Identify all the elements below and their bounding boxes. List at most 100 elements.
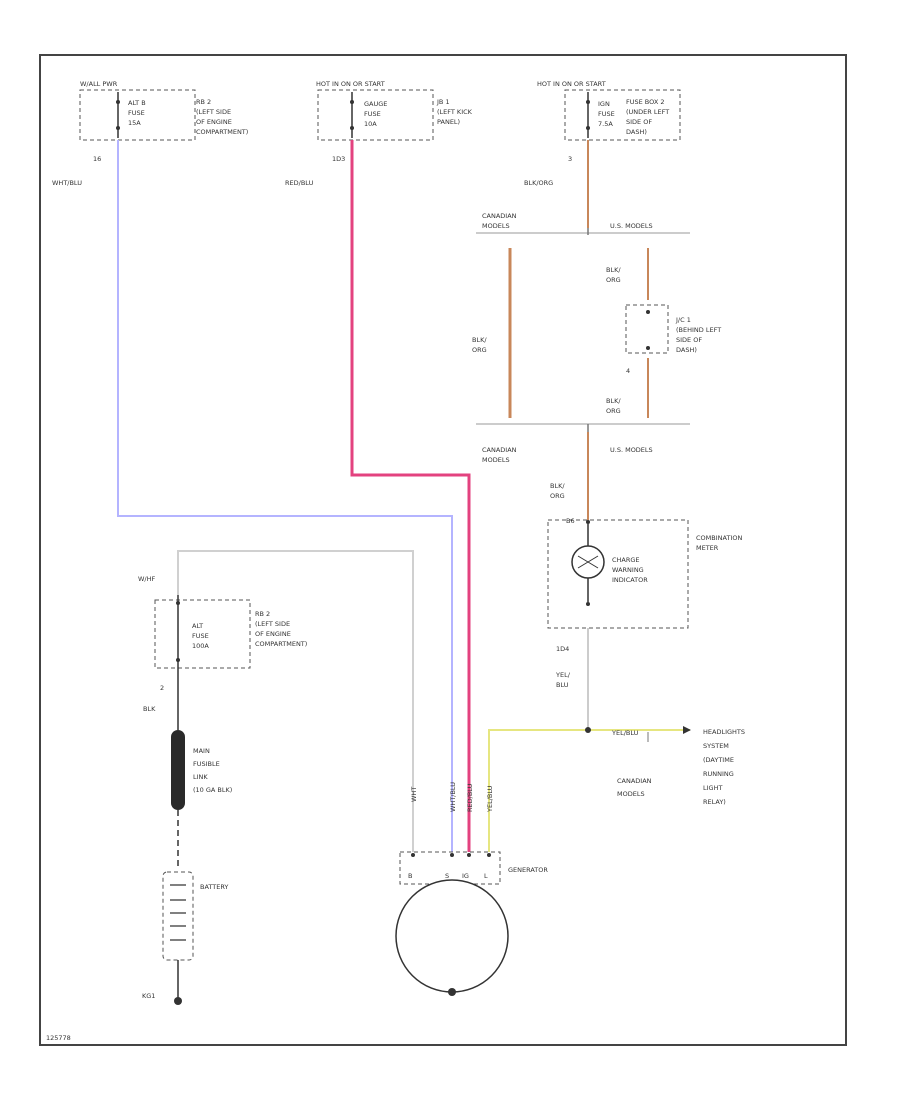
- gauge-fuse-box: [317, 89, 434, 141]
- alt-fuse-term-bottom: [176, 658, 180, 662]
- ground-label: KG1: [142, 992, 155, 1000]
- alt-location-3: OF ENGINE: [255, 630, 291, 638]
- alt-b-wire-color: WHT/BLU: [52, 179, 82, 187]
- gauge-wire-color: RED/BLU: [285, 179, 314, 187]
- top-canada-label-1: CANADIAN: [482, 212, 517, 220]
- ign-header: HOT IN ON OR START: [537, 80, 606, 88]
- canada-wire-label-2: ORG: [472, 346, 487, 354]
- meter-box: [547, 519, 689, 629]
- meter-wire-label-1: BLK/: [550, 482, 565, 490]
- headlight-label-6: RELAY): [703, 798, 726, 806]
- meter-wire-label-2: ORG: [550, 492, 565, 500]
- wire-red-blu: [350, 140, 471, 852]
- alt-location-1: RB 2: [255, 610, 270, 618]
- alt-fuse-box: [154, 599, 251, 669]
- gauge-location-1: JB 1: [436, 98, 450, 106]
- headlight-note-1: CANADIAN: [617, 777, 652, 785]
- ign-fuse-type: FUSE: [598, 110, 615, 118]
- headlight-wire-color: YEL/BLU: [611, 729, 639, 737]
- ign-fuse-rating: 7.5A: [598, 120, 613, 128]
- alt-b-fuse-rating: 15A: [128, 119, 141, 127]
- diagram-frame: [39, 54, 847, 1046]
- ign-location-4: DASH): [626, 128, 647, 136]
- alt-b-fuse-name: ALT B: [128, 99, 146, 107]
- arrow-headlight: [683, 726, 691, 734]
- gen-term-ig: [467, 853, 471, 857]
- headlight-label-4: RUNNING: [703, 770, 734, 778]
- alt-b-header: W/ALL PWR: [80, 80, 118, 88]
- gauge-fuse-term-top: [350, 100, 354, 104]
- generator: B S IG L GENERATOR WHT WHT/BLU RED/BLU Y…: [395, 782, 548, 996]
- top-canada-label-2: MODELS: [482, 222, 510, 230]
- ign-location-2: (UNDER LEFT: [626, 108, 669, 116]
- ign-fuse-term-bottom: [586, 126, 590, 130]
- jc1-label-2: (BEHIND LEFT: [676, 326, 721, 334]
- alt-fuse-term-top: [176, 601, 180, 605]
- meter-pin-top: B6: [566, 517, 575, 525]
- gen-term-b: [411, 853, 415, 857]
- jc1-wire-label-2: ORG: [606, 407, 621, 415]
- alt-b-fuse-term-bottom: [116, 126, 120, 130]
- gauge-pin: 1D3: [332, 155, 345, 163]
- generator-label: GENERATOR: [508, 866, 548, 874]
- canada-wire-label-1: BLK/: [472, 336, 487, 344]
- meter-out-wire-2: BLU: [556, 681, 569, 689]
- alt-b-location-1: RB 2: [196, 98, 211, 106]
- indicator-label-2: WARNING: [612, 566, 644, 574]
- gen-terminal-ig: IG: [462, 872, 469, 880]
- battery: BATTERY KG1: [142, 871, 228, 1005]
- junction-connector-jc1: J/C 1 (BEHIND LEFT SIDE OF DASH) 4 BLK/ …: [606, 304, 721, 415]
- battery-label: BATTERY: [200, 883, 228, 891]
- ign-pin: 3: [568, 155, 572, 163]
- alt-fuse-name: ALT: [192, 622, 203, 630]
- gauge-location-2: (LEFT KICK: [437, 108, 473, 116]
- headlight-label-1: HEADLIGHTS: [703, 728, 745, 736]
- jc1-label-4: DASH): [676, 346, 697, 354]
- generator-ground-icon: [448, 988, 456, 996]
- alt-header: W/HF: [138, 575, 156, 583]
- fusible-link-label-3: LINK: [193, 773, 208, 781]
- gen-term-l: [487, 853, 491, 857]
- headlight-branch: YEL/BLU CANADIAN MODELS HEADLIGHTS SYSTE…: [611, 728, 745, 806]
- lamp-filament-2: [577, 555, 599, 569]
- ign-fuse-term-top: [586, 100, 590, 104]
- jc1-label-3: SIDE OF: [676, 336, 702, 344]
- alt-location-2: (LEFT SIDE: [255, 620, 290, 628]
- bottom-canada-label-1: CANADIAN: [482, 446, 517, 454]
- gen-wire-ig: RED/BLU: [466, 783, 474, 812]
- alt-b-fuse: W/ALL PWR ALT B FUSE 15A RB 2 (LEFT SIDE…: [52, 80, 248, 187]
- gen-terminal-s: S: [445, 872, 449, 880]
- fusible-link-icon: [171, 730, 185, 810]
- alt-b-location-3: OF ENGINE: [196, 118, 232, 126]
- gen-terminal-l: L: [484, 872, 488, 880]
- jc1-pin: 4: [626, 367, 630, 375]
- jc1-pin-bottom: [646, 346, 650, 350]
- headlight-note-2: MODELS: [617, 790, 645, 798]
- splice-yel-blu: [585, 727, 591, 733]
- alt-b-location-4: COMPARTMENT): [196, 128, 248, 136]
- ign-fuse-name: IGN: [598, 100, 610, 108]
- us-wire-label-1: BLK/: [606, 266, 621, 274]
- headlight-label-3: (DAYTIME: [703, 756, 734, 764]
- gen-wire-l: YEL/BLU: [486, 785, 494, 813]
- meter-term-bottom: [586, 602, 590, 606]
- ign-location-1: FUSE BOX 2: [626, 98, 665, 106]
- gauge-fuse: HOT IN ON OR START GAUGE FUSE 10A JB 1 (…: [285, 80, 473, 187]
- fusible-link-label-1: MAIN: [193, 747, 210, 755]
- alt-b-fuse-term-top: [116, 100, 120, 104]
- gen-wire-s: WHT/BLU: [449, 782, 457, 812]
- jc1-pin-top: [646, 310, 650, 314]
- meter-term-top: [586, 520, 590, 524]
- alt-fuse: W/HF ALT FUSE 100A RB 2 (LEFT SIDE OF EN…: [138, 575, 307, 713]
- gen-terminal-b: B: [408, 872, 412, 880]
- battery-icon: [162, 871, 194, 961]
- meter-out-wire-1: YEL/: [555, 671, 571, 679]
- us-wire-label-2: ORG: [606, 276, 621, 284]
- headlight-label-5: LIGHT: [703, 784, 722, 792]
- headlight-label-2: SYSTEM: [703, 742, 729, 750]
- jc1-label-1: J/C 1: [675, 316, 691, 324]
- meter-name-2: METER: [696, 544, 719, 552]
- main-fusible-link: MAIN FUSIBLE LINK (10 GA BLK): [171, 690, 232, 870]
- meter-name-1: COMBINATION: [696, 534, 742, 542]
- alt-b-fuse-box: [79, 89, 196, 141]
